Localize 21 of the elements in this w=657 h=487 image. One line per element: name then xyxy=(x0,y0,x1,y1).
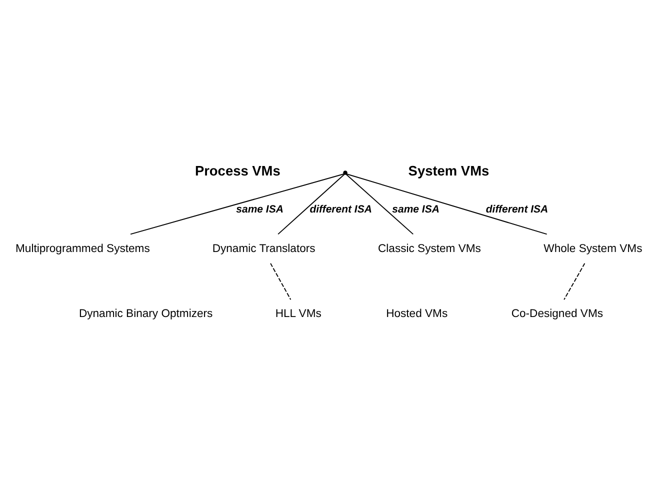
connector xyxy=(564,262,586,300)
node-text: Dynamic Binary Optmizers xyxy=(78,308,213,320)
connector xyxy=(130,174,344,235)
node-text: Dynamic Translators xyxy=(212,242,316,255)
connector xyxy=(278,174,345,235)
node-text: Multiprogrammed Systems xyxy=(16,242,150,255)
edge-label: different ISA xyxy=(310,204,372,216)
label: Process VMs xyxy=(194,163,280,178)
node-text: Classic System VMs xyxy=(378,242,481,255)
node-point xyxy=(343,170,348,175)
node-text: Hosted VMs xyxy=(386,308,448,320)
edge-label: same ISA xyxy=(392,204,440,216)
connector xyxy=(270,262,292,300)
connector xyxy=(346,174,548,235)
connector xyxy=(346,174,414,235)
node-text: Whole System VMs xyxy=(544,242,642,255)
label: System VMs xyxy=(408,163,490,178)
edge-label: same ISA xyxy=(236,204,284,216)
edge-label: different ISA xyxy=(486,204,548,216)
node-text: HLL VMs xyxy=(275,308,322,320)
node-text: Co-Designed VMs xyxy=(511,308,604,320)
